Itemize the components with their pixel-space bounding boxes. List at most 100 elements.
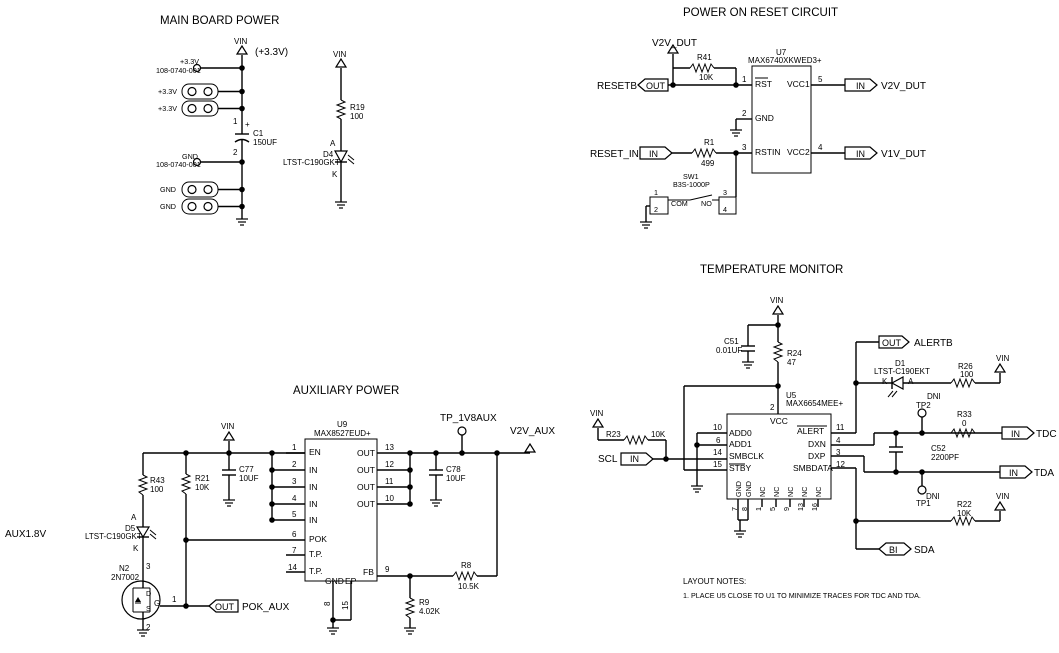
- u5-vcc: VCC: [770, 416, 788, 426]
- vin-r26-label: VIN: [996, 354, 1010, 363]
- u9-out-pin-label: OUT: [357, 448, 375, 458]
- alertb-out-port: [878, 335, 910, 349]
- u5-pin14: 14: [713, 448, 722, 457]
- c1-pin1: 1: [233, 117, 238, 126]
- ground-icon-sw1: [639, 221, 653, 229]
- n2-drain: D: [146, 589, 151, 598]
- u7-ref: U7: [776, 48, 787, 57]
- ground-icon-c78: [429, 499, 443, 507]
- u5-bottom-pin-label: NC: [758, 487, 767, 497]
- sw1-ref: SW1: [683, 172, 699, 181]
- vin-note: (+3.3V): [255, 47, 288, 58]
- alertb-label: ALERTB: [914, 338, 953, 349]
- pok-aux-out-port: [208, 599, 239, 613]
- u7-rstin: RSTIN: [755, 147, 781, 157]
- ground-icon: [235, 218, 249, 226]
- u9-out-pin-number: 11: [385, 477, 394, 486]
- u5-smbclk: SMBCLK: [729, 451, 764, 461]
- v2v-aux-power-icon: [524, 443, 536, 453]
- ground-icon-u9: [326, 627, 340, 635]
- d4-ref: D4: [323, 150, 334, 159]
- tp2-testpoint-icon: [917, 408, 927, 418]
- scl-in-text: IN: [630, 454, 639, 464]
- r21-ref: R21: [195, 474, 210, 483]
- tp-1v8aux-testpoint-icon: [457, 426, 467, 436]
- u9-in-pin-label: IN: [309, 515, 318, 525]
- u5-ref: U5: [786, 391, 797, 400]
- r8-val: 10.5K: [458, 582, 480, 591]
- pad-3v3-a: +3.3V: [158, 87, 177, 96]
- sw1-switch-icon: [649, 196, 669, 215]
- conn1-name: +3.3V: [180, 57, 199, 66]
- u9-tp-b: T.P.: [309, 566, 323, 576]
- u9-pin8: 8: [323, 601, 332, 606]
- r41-ref: R41: [697, 53, 712, 62]
- vin-aux-label: VIN: [221, 422, 235, 431]
- c51-val: 0.01UF: [716, 346, 742, 355]
- c77-val: 10UF: [239, 474, 259, 483]
- u5-pin6: 6: [716, 436, 721, 445]
- r26-val: 100: [960, 370, 974, 379]
- n2-ref: N2: [119, 564, 130, 573]
- pad-3v3-b: +3.3V: [158, 104, 177, 113]
- sw1-no: NO: [701, 199, 712, 208]
- ground-icon-r9: [403, 627, 417, 635]
- u5-bottom-pin-label: GND: [744, 481, 753, 497]
- u9-pin15: 15: [341, 601, 350, 610]
- c77-ref: C77: [239, 465, 254, 474]
- u9-out-pin-label: OUT: [357, 499, 375, 509]
- u9-out-pin-number: 12: [385, 460, 394, 469]
- r43-ref: R43: [150, 476, 165, 485]
- tdc-in-text: IN: [1011, 429, 1020, 439]
- r43-val: 100: [150, 485, 164, 494]
- label-aux-1v8: AUX1.8V: [5, 529, 46, 540]
- c52-val: 2200PF: [931, 453, 959, 462]
- sw1-pin1: 1: [654, 188, 658, 197]
- alertb-out-text: OUT: [882, 338, 902, 348]
- r41-val: 10K: [699, 73, 714, 82]
- u5-add0: ADD0: [729, 428, 752, 438]
- r23-ref: R23: [606, 430, 621, 439]
- r26-ref: R26: [958, 362, 973, 371]
- u9-in-pin-number: 4: [292, 494, 297, 503]
- u5-pin3: 3: [836, 448, 841, 457]
- r24-val: 47: [787, 358, 796, 367]
- reset-in-text: IN: [649, 149, 658, 159]
- n2-mosfet-icon: [121, 580, 161, 620]
- pad-gnd-d: GND: [160, 202, 176, 211]
- d1-part: LTST-C190EKT: [874, 367, 930, 376]
- u7-pin2: 2: [742, 109, 747, 118]
- u5-smbdata: SMBDATA: [793, 463, 833, 473]
- r33-val: 0: [962, 419, 967, 428]
- sda-bi-text: BI: [889, 545, 898, 555]
- u7-chip: [751, 65, 812, 174]
- u9-in-pin-label: IN: [309, 482, 318, 492]
- u9-en: EN: [309, 447, 321, 457]
- n2-source: S: [146, 604, 151, 613]
- u5-pin12: 12: [836, 460, 845, 469]
- u5-add1: ADD1: [729, 439, 752, 449]
- r33-ref: R33: [957, 410, 972, 419]
- vin2-label: VIN: [333, 50, 347, 59]
- vin-power-icon-2: [335, 58, 347, 68]
- u5-pin4: 4: [836, 436, 841, 445]
- u9-fb: FB: [363, 567, 374, 577]
- d5-led-icon: [135, 526, 151, 539]
- vin-top-label: VIN: [770, 296, 784, 305]
- u5-bottom-pin-number: 13: [796, 503, 805, 511]
- r9-ref: R9: [419, 598, 430, 607]
- u9-pok: POK: [309, 534, 327, 544]
- u7-pin1: 1: [742, 75, 747, 84]
- vcc2-in-port: [844, 146, 878, 160]
- u9-pin1: 1: [292, 443, 297, 452]
- n2-gate: G: [154, 599, 160, 608]
- u9-chip: [304, 438, 378, 582]
- conn1-part: 108-0740-001: [156, 66, 201, 75]
- c1-pin2: 2: [233, 148, 238, 157]
- u9-in-pin-label: IN: [309, 465, 318, 475]
- c1-plus: +: [245, 120, 250, 129]
- d1-anode: A: [908, 377, 914, 386]
- u9-in-pin-number: 2: [292, 460, 297, 469]
- v2v-dut-in-label: V2V_DUT: [881, 81, 926, 92]
- sda-label: SDA: [914, 545, 935, 556]
